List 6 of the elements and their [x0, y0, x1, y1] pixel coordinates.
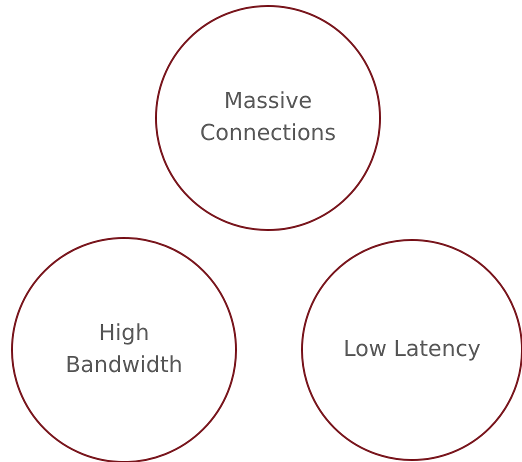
circle-node: [11, 237, 237, 462]
circle-node: [155, 5, 381, 231]
node-label: Low Latency: [342, 336, 482, 364]
circle-node: [301, 239, 522, 461]
node-label: Massive Connections: [199, 88, 337, 148]
node-label: High Bandwidth: [64, 320, 184, 380]
